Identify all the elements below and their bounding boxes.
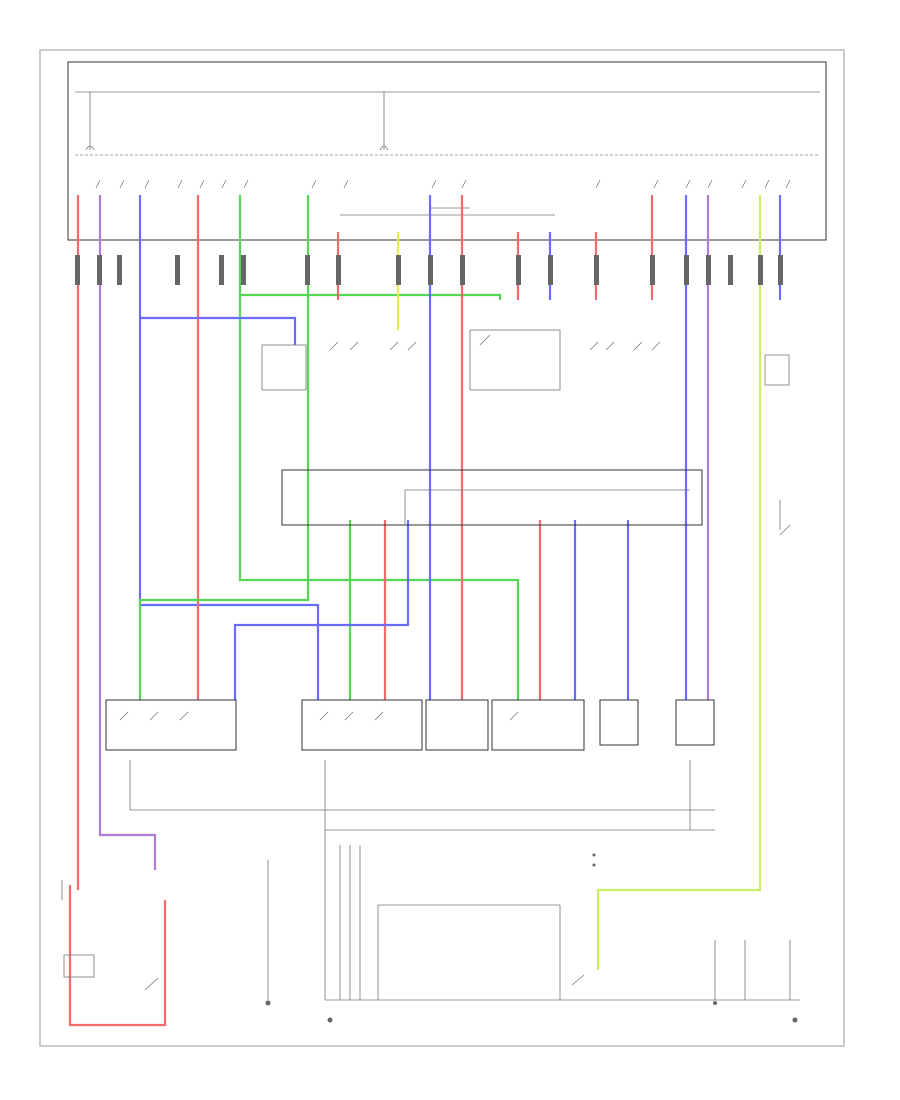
page-frame (39, 49, 845, 1047)
wire-harness (68, 195, 782, 1027)
wire-red-left (68, 195, 167, 1027)
wire-yellow-green (596, 195, 762, 970)
wire-green-3 (138, 195, 310, 700)
harness-connectors (75, 255, 783, 285)
junction-contacts (95, 179, 791, 216)
upper-switch-group (261, 329, 790, 391)
wire-blue-left (138, 195, 320, 700)
wire-violet-left (98, 195, 157, 870)
junction-block (67, 61, 827, 241)
door-switch-modules (105, 699, 715, 751)
main-control-module (281, 469, 703, 526)
wire-green-left (238, 195, 520, 700)
wire-blue-2 (140, 316, 297, 345)
wire-blue-mid (233, 520, 410, 700)
wire-green-2 (240, 293, 502, 300)
legend (592, 853, 596, 867)
ground-bus (61, 500, 800, 1001)
ground-symbols (265, 1000, 798, 1023)
